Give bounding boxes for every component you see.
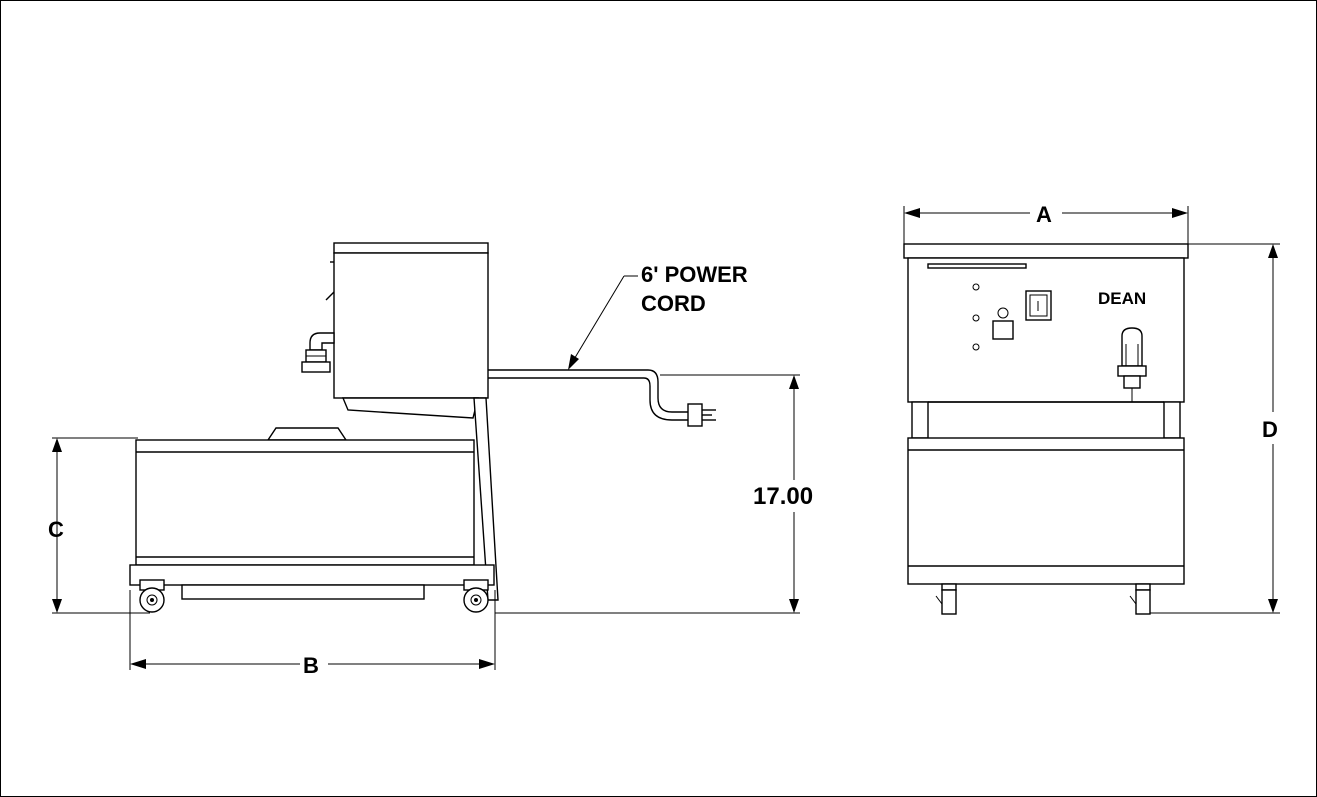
front-view: [903, 243, 1189, 615]
indicator-light-2: [972, 314, 980, 322]
outlet-box: [992, 320, 1014, 340]
dimension-d: [1150, 243, 1280, 614]
front-caster-right: [1129, 583, 1151, 615]
caster-right: [463, 579, 489, 613]
base-frame: [129, 564, 495, 586]
dimension-height: [495, 374, 800, 614]
knob: [997, 307, 1009, 319]
side-view: [129, 242, 716, 613]
power-cord: [488, 369, 716, 427]
tank-bottom: [341, 397, 479, 419]
front-tank: [907, 257, 1185, 403]
height-dimension-label: 17.00: [753, 483, 813, 510]
pan-drawer: [181, 584, 425, 600]
power-cord-leader: [568, 275, 638, 370]
power-cord-label-line1: 6' POWER: [641, 262, 748, 287]
dim-c-label: C: [48, 517, 64, 542]
front-filter-unit: [907, 437, 1185, 585]
drain-valve-front: [1117, 327, 1147, 402]
dimension-b: [129, 590, 496, 670]
caster-left: [139, 579, 165, 613]
filter-unit-body: [135, 439, 475, 566]
pan-lid-handle: [266, 427, 348, 441]
dim-a-label: A: [1036, 202, 1052, 227]
drain-valve-side: [301, 332, 335, 373]
power-cord-label-line2: CORD: [641, 291, 706, 316]
tank-top-rim: [333, 242, 489, 254]
dim-d-label: D: [1262, 417, 1278, 442]
fryer-tank-side: [333, 252, 489, 399]
dimension-a: [903, 206, 1189, 244]
indicator-light-1: [972, 283, 980, 291]
support-post: [473, 397, 499, 601]
dim-b-label: B: [303, 653, 319, 678]
dimension-c: [52, 437, 150, 614]
front-caster-left: [935, 583, 957, 615]
front-slot: [927, 263, 1027, 269]
indicator-light-3: [972, 343, 980, 351]
brand-label: DEAN: [1098, 289, 1146, 308]
front-top-rim: [903, 243, 1189, 259]
